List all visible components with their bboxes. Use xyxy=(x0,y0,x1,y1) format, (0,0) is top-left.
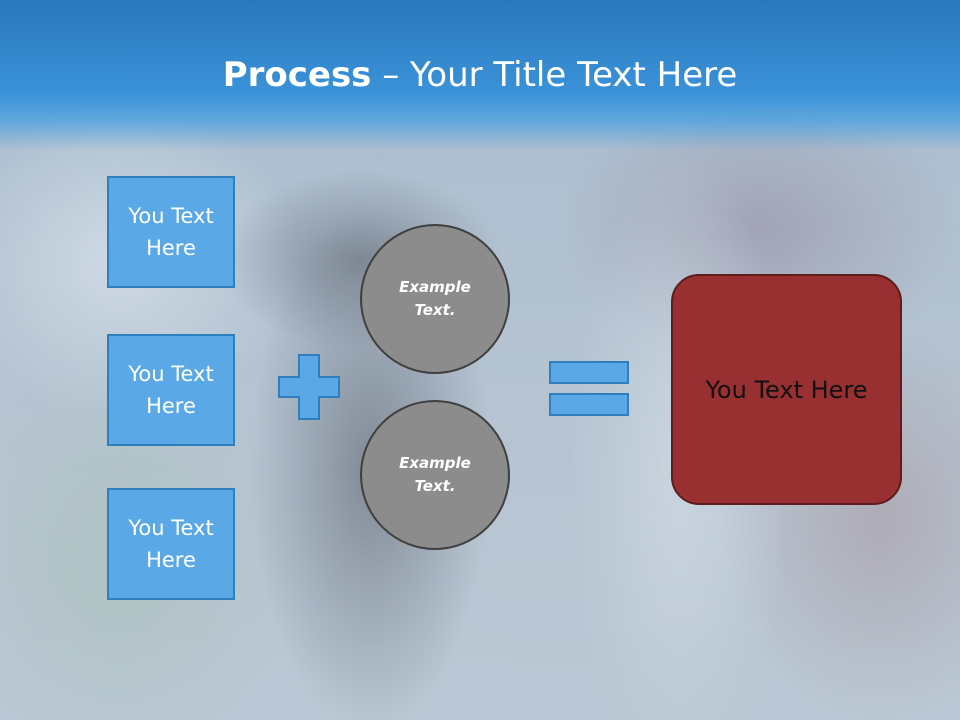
text-box-label: You Text Here xyxy=(128,204,214,260)
example-circle-2[interactable]: Example Text. xyxy=(360,400,510,550)
equals-icon[interactable] xyxy=(549,361,629,416)
title-rest-text: – Your Title Text Here xyxy=(371,55,738,95)
result-box-label: You Text Here xyxy=(705,375,868,404)
text-box-label: You Text Here xyxy=(128,362,214,418)
example-circle-1[interactable]: Example Text. xyxy=(360,224,510,374)
text-box-label: You Text Here xyxy=(128,516,214,572)
result-box[interactable]: You Text Here xyxy=(671,274,902,505)
plus-icon[interactable] xyxy=(278,354,340,420)
slide-title[interactable]: Process – Your Title Text Here xyxy=(0,52,960,98)
text-box-3[interactable]: You Text Here xyxy=(107,488,235,600)
circle-label: Example Text. xyxy=(399,278,471,319)
text-box-2[interactable]: You Text Here xyxy=(107,334,235,446)
text-box-1[interactable]: You Text Here xyxy=(107,176,235,288)
title-bold-text: Process xyxy=(222,55,372,95)
circle-label: Example Text. xyxy=(399,454,471,495)
title-bar xyxy=(0,0,960,150)
